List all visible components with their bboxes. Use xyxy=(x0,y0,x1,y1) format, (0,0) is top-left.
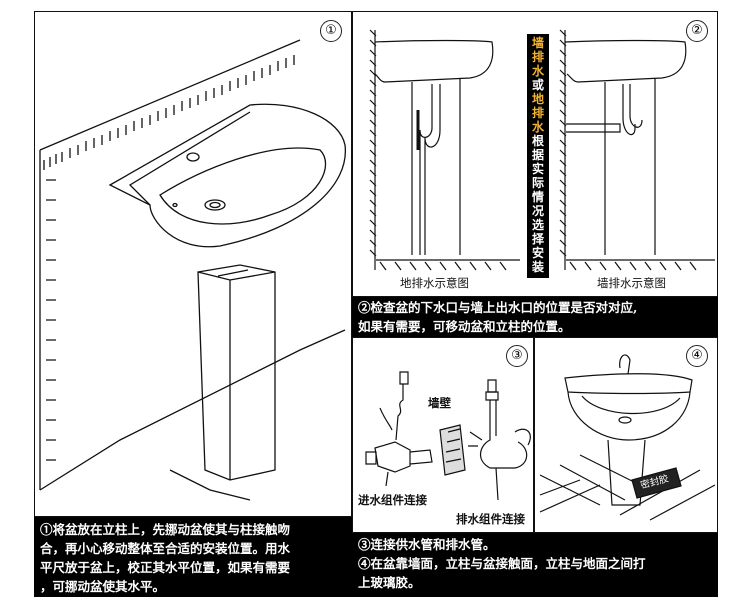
side-label-char: 际 xyxy=(531,176,544,190)
side-label-char: 墙 xyxy=(531,36,544,50)
step-2-caption: ②检查盆的下水口与墙上出水口的位置是否对对应, 如果有需要，可移动盆和立柱的位置… xyxy=(352,297,718,337)
inlet-assembly-label: 进水组件连接 xyxy=(358,493,427,507)
wall-label: 墙壁 xyxy=(428,396,451,410)
side-label-char: 水 xyxy=(531,64,544,78)
step-1-caption-line: 合，再小心移动整体至合适的安装位置。用水 xyxy=(40,541,291,556)
drain-type-side-label: 墙 排 水 或 地 排 水 根 据 实 际 情 况 选 择安装 xyxy=(527,34,549,278)
side-label-char: 水 xyxy=(531,120,544,134)
wall-drain-label: 墙排水示意图 xyxy=(597,276,666,290)
step-1-caption-line: ①将盆放在立柱上，先挪动盆使其与柱接触吻 xyxy=(40,522,291,537)
side-label-char: 选 xyxy=(531,218,544,232)
floor-drain-label: 地排水示意图 xyxy=(400,276,469,290)
step-1-caption-line: ，可挪动盆使其水平。 xyxy=(40,579,166,594)
step-3-caption-line: ③连接供水管和排水管。 xyxy=(358,537,496,552)
step-1-number: ① xyxy=(320,20,342,42)
step-4-caption-line: 上玻璃胶。 xyxy=(358,575,421,590)
side-label-char: 实 xyxy=(531,162,544,176)
side-label-char: 安 xyxy=(531,246,544,260)
drain-assembly-label: 排水组件连接 xyxy=(456,512,525,526)
side-label-char: 排 xyxy=(531,50,544,64)
side-label-char: 地 xyxy=(531,92,544,106)
side-label-char: 情 xyxy=(531,190,544,204)
side-label-char: 排 xyxy=(531,106,544,120)
panel-step-1 xyxy=(34,11,352,517)
side-label-char: 择 xyxy=(531,232,544,246)
step-4-caption-line: ④在盆靠墙面，立柱与盆接触面，立柱与地面之间打 xyxy=(358,556,646,571)
step-1-caption-line: 平尺放于盆上，校正其水平位置，如果有需要 xyxy=(40,560,291,575)
step-3-4-caption: ③连接供水管和排水管。 ④在盆靠墙面，立柱与盆接触面，立柱与地面之间打 上玻璃胶… xyxy=(352,533,718,597)
step-4-number: ④ xyxy=(686,345,708,367)
side-label-char: 装 xyxy=(531,260,544,274)
step-2-caption-line: 如果有需要，可移动盆和立柱的位置。 xyxy=(358,319,571,334)
side-label-char: 据 xyxy=(531,148,544,162)
side-label-char: 或 xyxy=(531,78,544,92)
step-3-number: ③ xyxy=(506,345,528,367)
side-label-char: 根 xyxy=(531,134,544,148)
step-2-caption-line: ②检查盆的下水口与墙上出水口的位置是否对对应, xyxy=(358,300,638,315)
side-label-char: 况 xyxy=(531,204,544,218)
step-1-caption: ①将盆放在立柱上，先挪动盆使其与柱接触吻 合，再小心移动整体至合适的安装位置。用… xyxy=(34,517,352,597)
step-2-number: ② xyxy=(686,20,708,42)
